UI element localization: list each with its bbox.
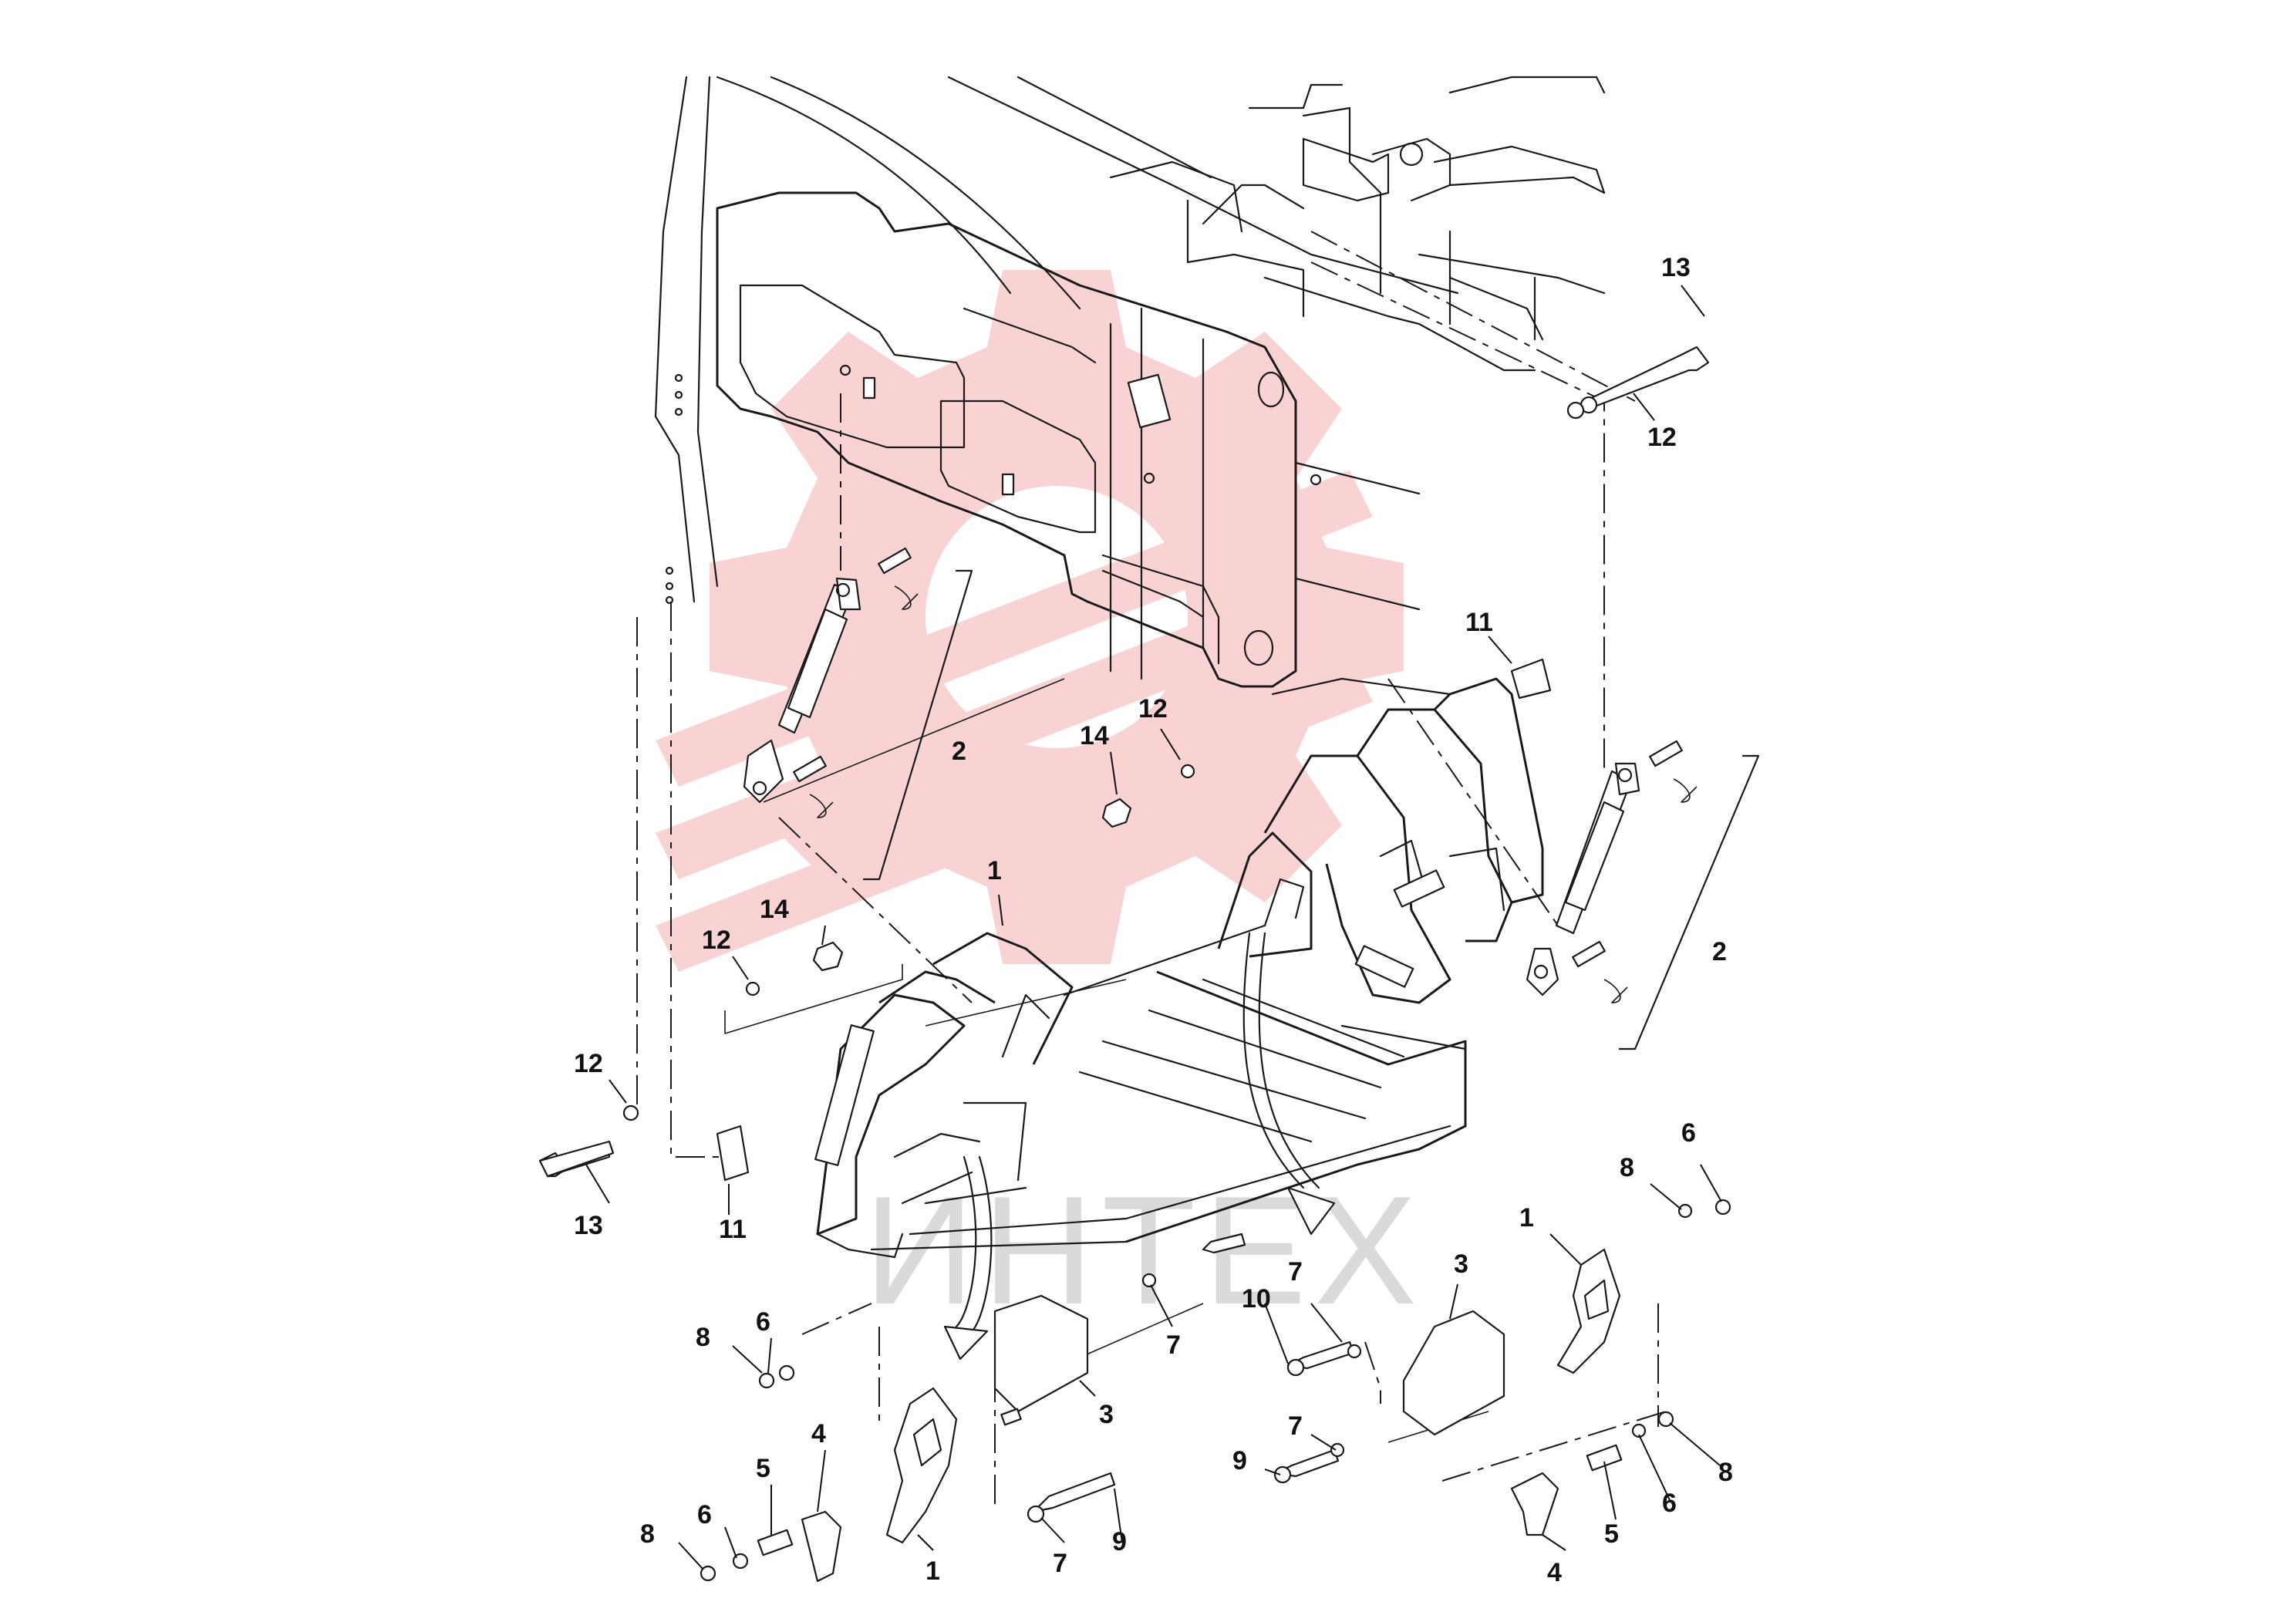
callout-12: 12 <box>1647 423 1677 452</box>
callout-2: 2 <box>952 737 966 766</box>
fasteners <box>538 346 1710 1182</box>
callout-13: 13 <box>574 1211 603 1240</box>
gas-strut-left <box>743 547 919 818</box>
callout-1: 1 <box>1519 1203 1534 1233</box>
watermark-text: ИНТЕХ <box>864 1165 1424 1337</box>
callout-9: 9 <box>1112 1527 1127 1556</box>
callout-3: 3 <box>1454 1249 1468 1279</box>
machine-frame <box>654 76 1606 696</box>
callout-8: 8 <box>1718 1458 1733 1487</box>
callout-5: 5 <box>756 1454 770 1483</box>
callout-14: 14 <box>1080 721 1109 750</box>
callout-2: 2 <box>1712 937 1727 966</box>
callout-6: 6 <box>1681 1118 1696 1148</box>
callout-8: 8 <box>640 1519 655 1549</box>
assembly-direction-arrows <box>943 932 1336 1361</box>
bracket-assembly-right <box>1273 1199 1731 1536</box>
callout-5: 5 <box>1604 1519 1619 1549</box>
callout-4: 4 <box>1547 1558 1562 1587</box>
callout-14: 14 <box>760 895 789 924</box>
callout-12: 12 <box>1138 694 1168 723</box>
callout-6: 6 <box>697 1500 712 1529</box>
watermark-gear-logo <box>656 270 1404 972</box>
callout-7: 7 <box>1288 1257 1303 1286</box>
callout-6: 6 <box>1662 1489 1677 1518</box>
main-cradle-assembly <box>814 677 1544 1259</box>
group-brackets <box>724 569 1760 1050</box>
callout-13: 13 <box>1661 253 1691 282</box>
gas-strut-right <box>1526 740 1698 1003</box>
callout-10: 10 <box>1242 1284 1271 1313</box>
bracket-assembly-left <box>700 1233 1246 1583</box>
callout-8: 8 <box>1620 1153 1634 1182</box>
callout-7: 7 <box>1288 1411 1303 1441</box>
callout-3: 3 <box>1099 1400 1114 1429</box>
callout-7: 7 <box>1166 1330 1181 1360</box>
callout-11: 11 <box>1465 608 1493 637</box>
callout-6: 6 <box>756 1307 770 1337</box>
callout-12: 12 <box>702 926 731 955</box>
callout-11: 11 <box>719 1215 747 1244</box>
callout-leaders <box>585 285 1722 1570</box>
callout-7: 7 <box>1053 1549 1067 1578</box>
callout-8: 8 <box>696 1323 710 1352</box>
callout-9: 9 <box>1232 1446 1247 1475</box>
callout-1: 1 <box>925 1556 940 1586</box>
callout-labels: 13 12 11 12 14 2 2 1 14 12 12 13 11 6 8 … <box>574 253 1733 1587</box>
callout-4: 4 <box>811 1419 826 1448</box>
callout-1: 1 <box>987 856 1002 885</box>
callout-12: 12 <box>574 1049 603 1078</box>
